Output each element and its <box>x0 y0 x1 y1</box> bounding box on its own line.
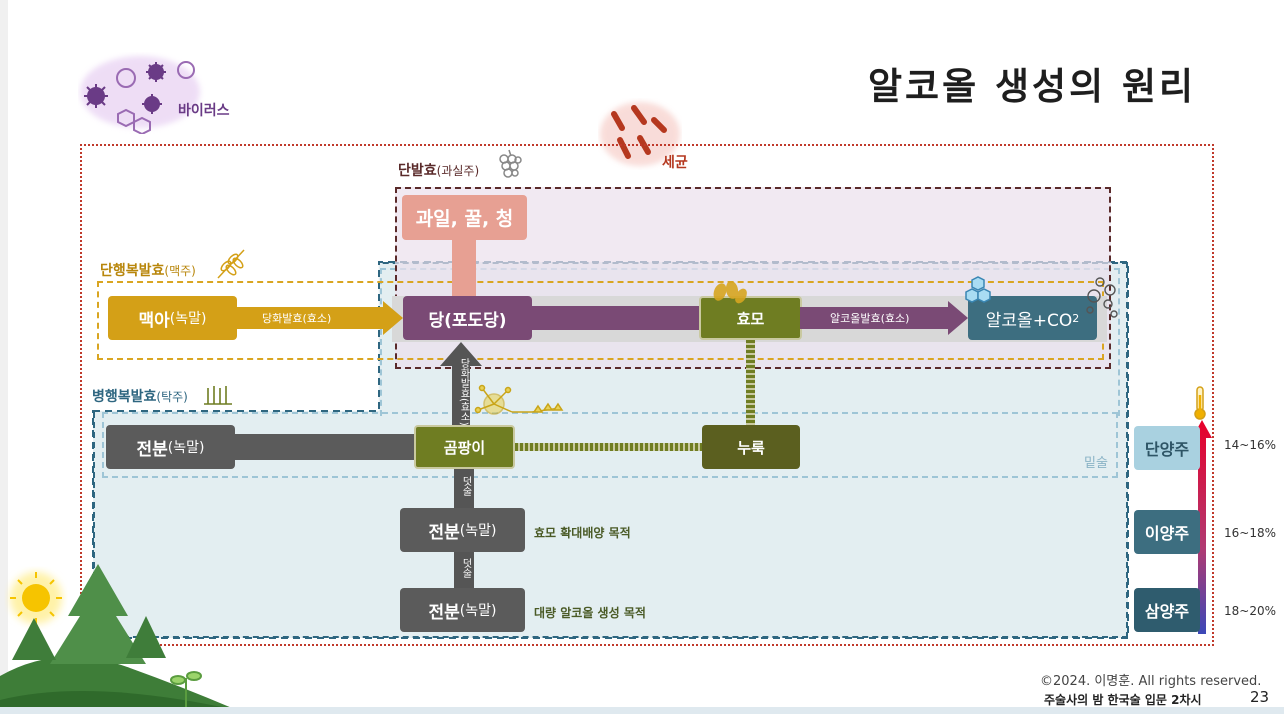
grape-icon <box>499 149 522 178</box>
yeast-icon <box>713 281 747 304</box>
course-text: 주술사의 밤 한국술 입문 2차시 <box>1044 693 1202 707</box>
liquor-type-3: 삼양주 <box>1134 588 1200 632</box>
deotsul-connector-2 <box>454 552 474 590</box>
single-parallel-note: (맥주) <box>164 264 196 278</box>
alcohol-text: 알코올+CO <box>985 310 1073 331</box>
starch-1-note: (녹말) <box>167 440 205 456</box>
deotsul-connector-1 <box>454 469 474 509</box>
liquor-range-1: 14~16% <box>1224 438 1276 452</box>
mold-sugar-arrow <box>440 342 482 428</box>
alcohol-subscript: 2 <box>1072 311 1080 325</box>
single-ferment-title: 단발효 <box>398 163 437 179</box>
mold-nuruk-connector <box>515 443 703 451</box>
bacteria-region <box>80 144 1214 646</box>
nuruk-box: 누룩 <box>702 425 800 469</box>
bacteria-icon <box>600 102 680 166</box>
fruit-honey-box: 과일, 꿀, 청 <box>402 195 527 240</box>
starch-2-note: (녹말) <box>459 523 497 539</box>
copyright-text: ©2024. 이명훈. All rights reserved. <box>1040 674 1262 689</box>
sugar-box: 당(포도당) <box>403 296 532 340</box>
sugar-yeast-bar <box>530 306 702 330</box>
virus-icon <box>80 56 200 134</box>
bottom-strip <box>0 707 1284 714</box>
starch-3-text: 전분 <box>428 602 460 623</box>
single-ferment-note: (과실주) <box>436 164 480 178</box>
mold-icon <box>474 384 564 415</box>
starch-1-text: 전분 <box>136 439 168 460</box>
starch-3-note: (녹말) <box>459 603 497 619</box>
liquor-range-2: 16~18% <box>1224 526 1276 540</box>
mitsul-region <box>102 412 1118 478</box>
wheat-icon <box>217 249 245 279</box>
parallel-label: 병행복발효(탁주) <box>92 386 188 406</box>
parallel-note: (탁주) <box>156 390 188 404</box>
yeast-culture-note: 효모 확대배양 목적 <box>534 526 631 540</box>
molecule-icon <box>965 276 991 303</box>
single-parallel-label: 단행복발효(맥주) <box>100 260 196 280</box>
malt-note: (녹말) <box>169 311 207 327</box>
left-edge-strip <box>0 0 8 714</box>
landscape-illustration <box>0 564 240 714</box>
malt-box: 맥아(녹말) <box>108 296 237 340</box>
starch-box-2: 전분(녹말) <box>400 508 525 552</box>
deotsul-label-1: 덧술 <box>460 476 471 496</box>
saccharify-label: 당화발효(효소) <box>262 312 332 325</box>
virus-label: 바이러스 <box>178 103 230 119</box>
starch-box-1: 전분(녹말) <box>106 425 235 469</box>
rice-icon <box>204 386 232 405</box>
liquor-range-3: 18~20% <box>1224 604 1276 618</box>
thermometer-icon <box>1194 386 1206 420</box>
alcohol-ferment-label: 알코올발효(효소) <box>830 312 910 325</box>
parallel-title: 병행복발효 <box>92 389 157 405</box>
starch-mold-bar <box>235 434 417 460</box>
mold-box: 곰팡이 <box>414 425 515 469</box>
page-number: 23 <box>1250 688 1270 706</box>
alcohol-ferment-arrow <box>800 301 968 335</box>
bubbles-icon <box>1086 277 1118 318</box>
yeast-box: 효모 <box>699 296 802 340</box>
liquor-type-2: 이양주 <box>1134 510 1200 554</box>
saccharify-vertical-label: 당화발효(효소) <box>458 358 469 426</box>
mass-alcohol-note: 대량 알코올 생성 목적 <box>534 606 646 620</box>
liquor-type-1: 단양주 <box>1134 426 1200 470</box>
malt-text: 맥아 <box>138 310 170 331</box>
single-ferment-label: 단발효(과실주) <box>398 160 479 180</box>
saccharify-arrow <box>235 301 403 335</box>
yeast-nuruk-connector <box>746 340 755 426</box>
single-parallel-title: 단행복발효 <box>100 263 165 279</box>
page-title: 알코올 생성의 원리 <box>868 65 1197 108</box>
starch-2-text: 전분 <box>428 522 460 543</box>
mitsul-label: 밑술 <box>1084 456 1108 471</box>
bacteria-label: 세균 <box>662 155 688 171</box>
fruit-connector <box>452 240 476 298</box>
alcohol-gradient-arrow <box>1192 420 1212 634</box>
deotsul-label-2: 덧술 <box>460 558 471 578</box>
starch-box-3: 전분(녹말) <box>400 588 525 632</box>
